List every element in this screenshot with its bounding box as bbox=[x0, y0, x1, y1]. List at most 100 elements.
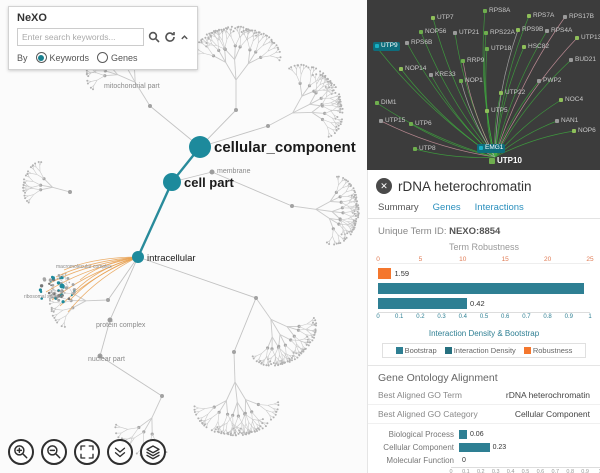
zoom-out-button[interactable] bbox=[41, 439, 67, 465]
gene-node-icon bbox=[459, 79, 463, 84]
legend-item-interaction-density: Interaction Density bbox=[444, 346, 516, 355]
gene-label: RPS7A bbox=[533, 12, 555, 19]
axis-tick: 0.1 bbox=[462, 469, 470, 473]
network-node-HSC82[interactable]: HSC82 bbox=[522, 43, 549, 51]
radio-genes[interactable]: Genes bbox=[97, 52, 138, 63]
network-node-RPS17B[interactable]: RPS17B bbox=[563, 13, 594, 21]
network-node-DIM1[interactable]: DIM1 bbox=[375, 99, 397, 107]
bar-value-label: 1.59 bbox=[394, 268, 410, 278]
close-icon[interactable]: ✕ bbox=[376, 178, 392, 194]
network-node-RPS6B[interactable]: RPS6B bbox=[405, 39, 432, 47]
tree-node-cell-part[interactable] bbox=[163, 173, 181, 191]
gene-node-icon bbox=[413, 147, 417, 152]
network-node-UTP5[interactable]: UTP5 bbox=[485, 107, 508, 115]
gene-node-icon bbox=[409, 122, 413, 127]
radio-keywords[interactable]: Keywords bbox=[35, 52, 89, 63]
tree-node-intracellular[interactable] bbox=[132, 251, 144, 263]
gene-node-icon bbox=[479, 146, 483, 151]
network-node-UTP15[interactable]: UTP15 bbox=[379, 117, 405, 125]
network-node-RPS22A[interactable]: RPS22A bbox=[484, 29, 515, 37]
network-node-BUD21[interactable]: BUD21 bbox=[569, 56, 596, 64]
radio-keywords-circle[interactable] bbox=[35, 52, 47, 63]
network-node-KRE33[interactable]: KRE33 bbox=[429, 71, 456, 79]
gene-label: NOC4 bbox=[565, 96, 584, 103]
axis-tick: 15 bbox=[501, 256, 509, 263]
network-node-UTP6[interactable]: UTP6 bbox=[409, 120, 432, 128]
gene-node-icon bbox=[453, 31, 457, 36]
alignment-bar bbox=[459, 430, 467, 439]
gene-node-icon bbox=[485, 47, 489, 52]
axis-tick: 0 bbox=[449, 469, 453, 473]
tab-interactions[interactable]: Interactions bbox=[474, 202, 524, 213]
gene-node-icon bbox=[555, 119, 559, 124]
tree-node-label[interactable]: membrane bbox=[217, 168, 251, 175]
tab-summary[interactable]: Summary bbox=[378, 202, 419, 213]
network-node-UTP7[interactable]: UTP7 bbox=[431, 14, 454, 22]
network-node-RRP9[interactable]: RRP9 bbox=[461, 57, 484, 65]
network-node-UTP13[interactable]: UTP13 bbox=[575, 34, 600, 42]
gene-node-icon bbox=[522, 45, 526, 50]
network-node-UTP18[interactable]: UTP18 bbox=[485, 45, 511, 53]
network-node-PWP2[interactable]: PWP2 bbox=[537, 77, 561, 85]
network-node-RPS4A[interactable]: RPS4A bbox=[545, 27, 572, 35]
gene-node-icon bbox=[563, 15, 567, 20]
gene-label: NOP14 bbox=[405, 65, 427, 72]
gene-label: UTP5 bbox=[491, 107, 508, 114]
network-node-RPS7A[interactable]: RPS7A bbox=[527, 12, 555, 20]
bar-value-label: 0.42 bbox=[470, 298, 485, 308]
axis-tick: 10 bbox=[459, 256, 467, 263]
tree-node-label[interactable]: cellular_component bbox=[214, 139, 356, 156]
network-node-EMG1[interactable]: EMG1 bbox=[477, 144, 506, 153]
network-node-RPS8A[interactable]: RPS8A bbox=[483, 7, 511, 15]
tree-node-label[interactable]: nuclear part bbox=[88, 356, 125, 363]
network-node-NAN1[interactable]: NAN1 bbox=[555, 117, 578, 125]
search-input[interactable] bbox=[17, 28, 144, 46]
network-node-RPS9B[interactable]: RPS9B bbox=[516, 26, 543, 34]
zoom-in-button[interactable] bbox=[8, 439, 34, 465]
collapse-tree-button[interactable] bbox=[107, 439, 133, 465]
network-node-UTP10[interactable]: UTP10 bbox=[489, 157, 522, 165]
gene-label: UTP21 bbox=[459, 29, 480, 36]
network-node-UTP22[interactable]: UTP22 bbox=[499, 89, 525, 97]
radio-genes-circle[interactable] bbox=[97, 52, 109, 63]
network-node-NOP6[interactable]: NOP6 bbox=[572, 127, 596, 135]
gene-label: EMG1 bbox=[485, 144, 504, 151]
tree-node-cellular-component[interactable] bbox=[189, 136, 211, 158]
axis-tick: 0.2 bbox=[476, 469, 485, 473]
gene-label: UTP10 bbox=[497, 156, 522, 165]
fit-to-screen-button[interactable] bbox=[74, 439, 100, 465]
tree-node-label[interactable]: macromolecular complex bbox=[56, 264, 112, 270]
reset-icon[interactable] bbox=[164, 31, 176, 43]
network-node-UTP21[interactable]: UTP21 bbox=[453, 29, 480, 37]
network-node-UTP8[interactable]: UTP8 bbox=[413, 145, 436, 153]
network-node-NOP1[interactable]: NOP1 bbox=[459, 77, 483, 85]
axis-tick: 0.9 bbox=[564, 314, 573, 320]
tree-node-label[interactable]: ribosomal subunit bbox=[24, 294, 64, 300]
tree-node-label[interactable]: mitochondrial part bbox=[104, 83, 160, 90]
gene-label: UTP7 bbox=[437, 14, 454, 21]
network-node-NOP14[interactable]: NOP14 bbox=[399, 65, 427, 73]
network-node-UTP9[interactable]: UTP9 bbox=[373, 42, 400, 51]
layers-button[interactable] bbox=[140, 439, 166, 465]
robustness-bar-row-bootstrap bbox=[378, 281, 590, 295]
unique-term-id: Unique Term ID: NEXO:8854 bbox=[368, 219, 600, 239]
collapse-panel-icon[interactable] bbox=[180, 33, 189, 42]
term-detail-panel: ✕ rDNA heterochromatin Summary Genes Int… bbox=[367, 170, 600, 473]
tree-node-label[interactable]: protein complex bbox=[96, 322, 146, 329]
go-term-label: Best Aligned GO Term bbox=[378, 390, 462, 400]
tree-node-label[interactable]: intracellular bbox=[147, 253, 196, 264]
gene-label: RPS8A bbox=[489, 7, 511, 14]
gene-node-icon bbox=[483, 9, 487, 14]
robustness-chart-title: Term Robustness bbox=[448, 242, 520, 252]
tree-node-label[interactable]: cell part bbox=[184, 175, 235, 190]
gene-label: BUD21 bbox=[575, 56, 596, 63]
gene-label: RPS17B bbox=[569, 13, 594, 20]
search-icon[interactable] bbox=[148, 31, 160, 43]
network-node-NOC4[interactable]: NOC4 bbox=[559, 96, 584, 104]
go-category-label: Best Aligned GO Category bbox=[378, 409, 478, 419]
tab-genes[interactable]: Genes bbox=[432, 202, 461, 213]
network-node-NOP56[interactable]: NOP56 bbox=[419, 28, 446, 36]
